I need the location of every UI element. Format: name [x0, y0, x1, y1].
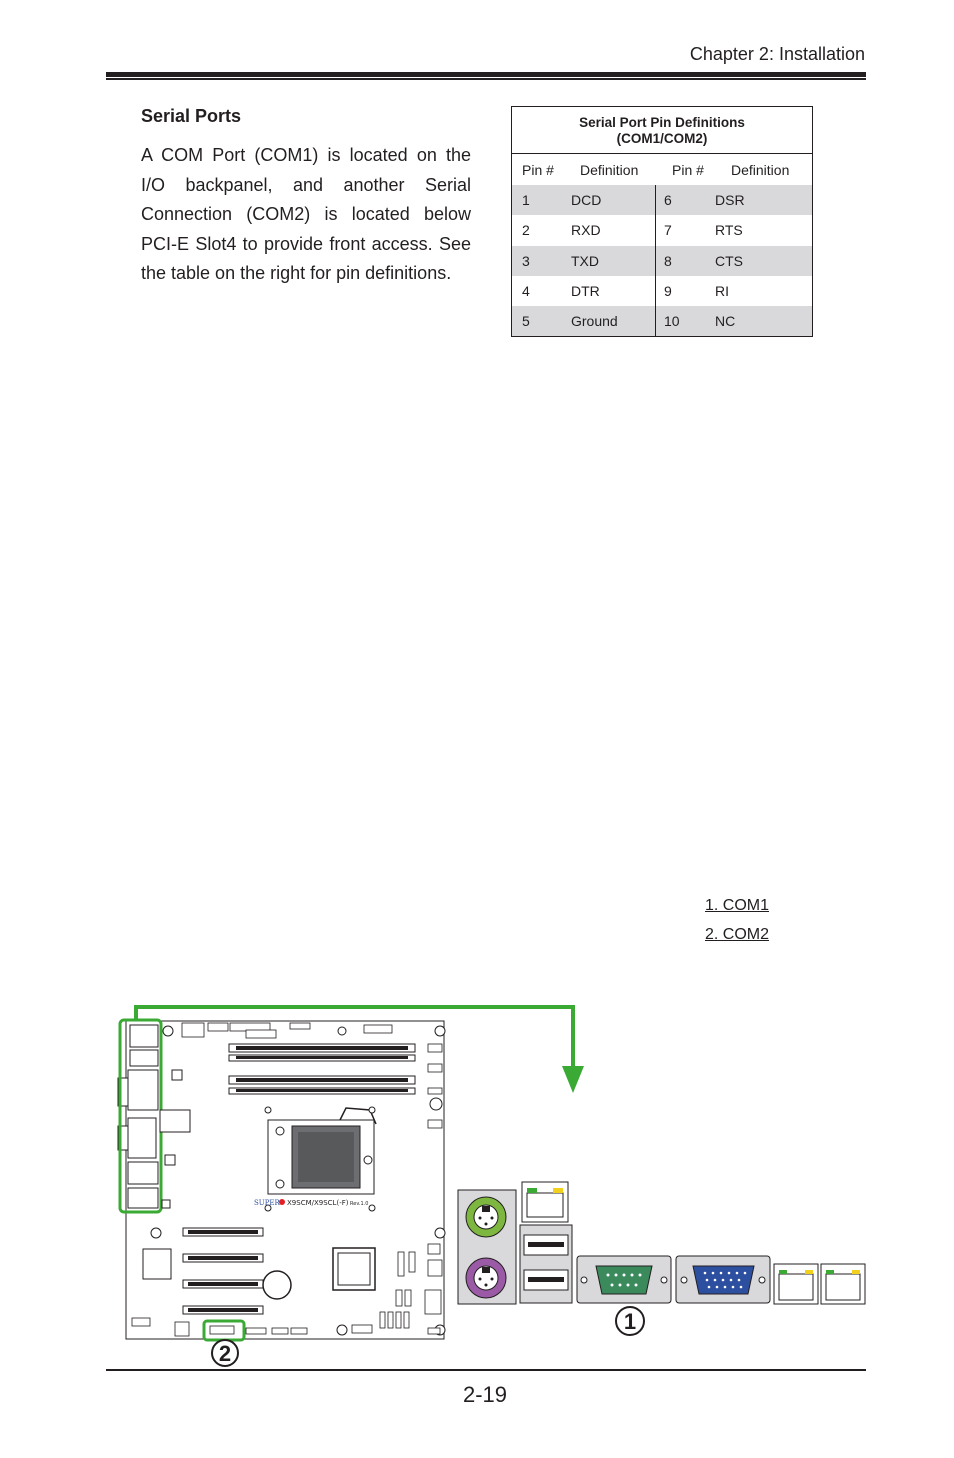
right-connectors: [351, 1243, 443, 1335]
table-cell: TXD: [571, 252, 599, 269]
pin-definition-table: Serial Port Pin Definitions (COM1/COM2) …: [511, 106, 813, 338]
legend-com2-link[interactable]: 2. COM2: [705, 926, 770, 943]
table-cell: 3: [522, 252, 530, 269]
top-headers: [181, 1022, 443, 1129]
table-title: Serial Port Pin Definitions (COM1/COM2): [512, 107, 812, 154]
table-cell: 2: [522, 222, 530, 239]
column-header: Pin #: [672, 161, 704, 178]
table-header-row: Pin # Definition Pin # Definition: [512, 154, 812, 185]
table-cell: 1: [522, 192, 530, 209]
table-cell: DCD: [571, 192, 602, 209]
table-cell: 6: [664, 192, 672, 209]
column-header: Definition: [731, 161, 790, 178]
table-row: 5 Ground 10 NC: [512, 306, 812, 337]
table-cell: RXD: [571, 222, 601, 239]
board-brand: SUPER: [254, 1199, 281, 1207]
table-cell: NC: [715, 313, 736, 330]
page-number: 2-19: [463, 1382, 508, 1407]
io-backpanel: [457, 1181, 866, 1305]
table-divider: [655, 185, 656, 336]
table-cell: 9: [664, 283, 672, 300]
table-cell: 7: [664, 222, 672, 239]
table-cell: RTS: [715, 222, 743, 239]
bottom-connectors: [131, 1317, 308, 1337]
column-header: Definition: [580, 161, 639, 178]
table-cell: 4: [522, 283, 530, 300]
table-row: 4 DTR 9 RI: [512, 276, 812, 306]
legend-com1-link[interactable]: 1. COM1: [705, 897, 770, 914]
table-row: 3 TXD 8 CTS: [512, 245, 812, 276]
bmc-chip: [142, 1248, 172, 1280]
small-chips: [159, 1069, 191, 1209]
header-rule: [106, 72, 866, 80]
table-cell: 5: [522, 313, 530, 330]
arrow-head: [562, 1066, 584, 1093]
section-title: Serial Ports: [141, 106, 242, 126]
table-cell: 10: [664, 313, 680, 330]
board-rev: Rev.1.0: [350, 1201, 368, 1207]
table-cell: Ground: [571, 313, 618, 330]
mounting-holes: [150, 1025, 446, 1336]
table-row: 2 RXD 7 RTS: [512, 215, 812, 245]
com1-port: [595, 1265, 653, 1295]
brand-dot: [279, 1199, 285, 1205]
table-cell: DSR: [715, 192, 745, 209]
cmos-battery: [262, 1270, 292, 1300]
footer-rule: [106, 1369, 866, 1371]
table-title-line1: Serial Port Pin Definitions: [579, 115, 745, 130]
table-row: 1 DCD 6 DSR: [512, 185, 812, 216]
section-body: A COM Port (COM1) is located on the I/O …: [141, 145, 471, 283]
table-cell: 8: [664, 252, 672, 269]
chapter-heading: Chapter 2: Installation: [689, 44, 865, 64]
column-header: Pin #: [522, 161, 554, 178]
callout-1: [615, 1306, 645, 1336]
callout-2: [211, 1339, 239, 1367]
cpu-socket: [264, 1106, 377, 1212]
table-title-line2: (COM1/COM2): [616, 131, 708, 146]
back-panel-connectors: [117, 1024, 159, 1209]
pointer-arrow-line: [134, 1005, 575, 1075]
board-model: X9SCM/X9SCL(-F): [287, 1199, 349, 1207]
table-cell: RI: [715, 283, 729, 300]
table-cell: DTR: [571, 283, 600, 300]
callout-2-label: 2: [219, 1341, 231, 1366]
callout-1-label: 1: [624, 1309, 636, 1334]
table-cell: CTS: [715, 252, 743, 269]
